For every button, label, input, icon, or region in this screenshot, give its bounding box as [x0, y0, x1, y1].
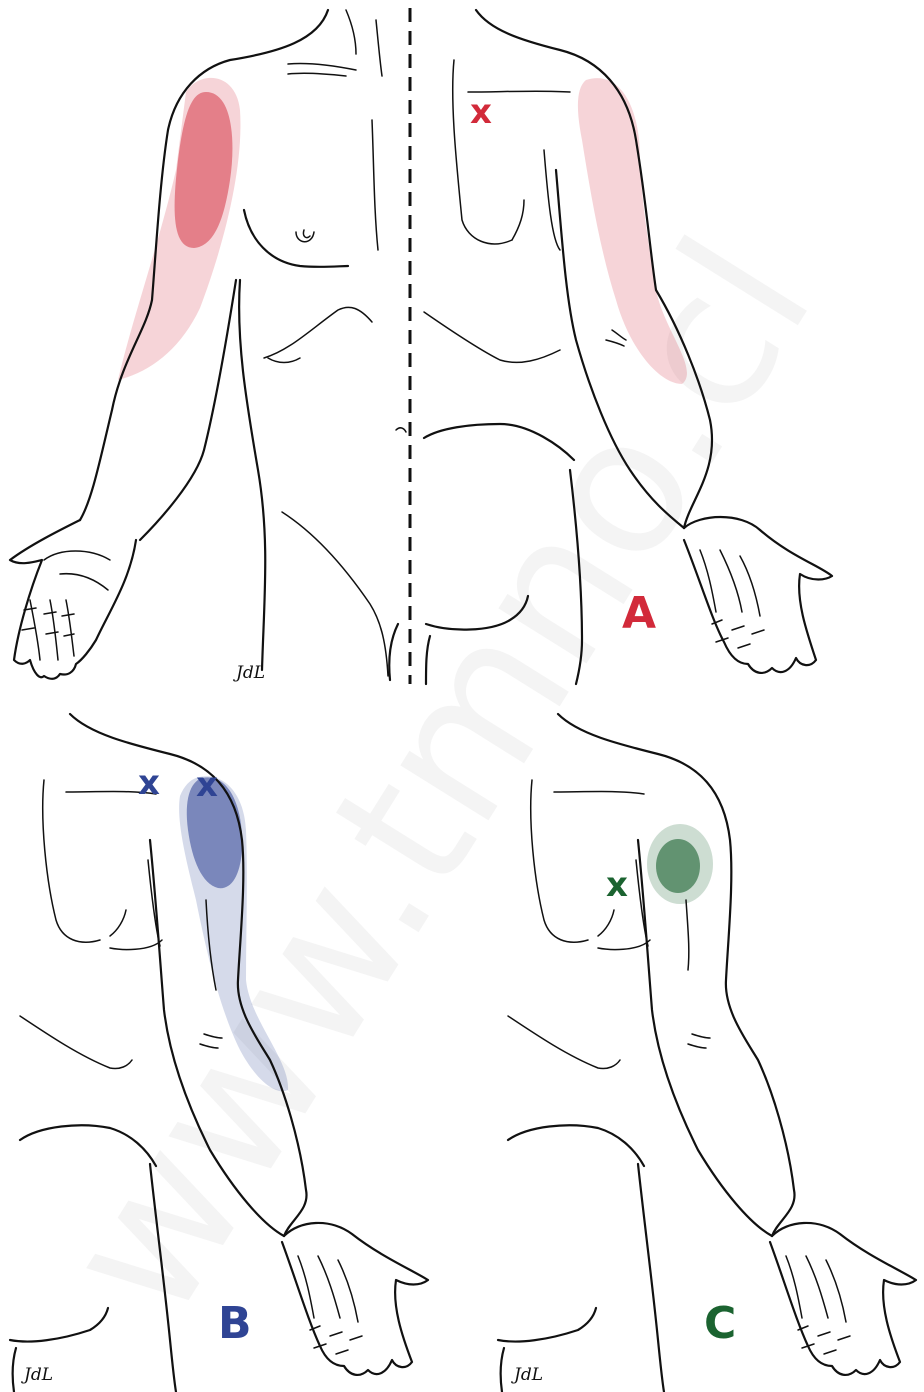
panel-b-trigger-point-2: x [196, 765, 218, 805]
panel-c-signature: JdL [511, 1365, 543, 1385]
panel-a-trigger-point: x [470, 92, 492, 132]
panel-c-pain-zones [647, 824, 713, 904]
panel-c-label: C [704, 1298, 736, 1349]
panel-c-back-body [498, 714, 916, 1392]
panel-b-trigger-point-1: x [138, 763, 160, 803]
panel-c-zone-dark [656, 839, 700, 893]
panel-a-signature: JdL [233, 663, 265, 683]
panel-c: x C JdL [498, 714, 916, 1392]
panel-c-trigger-point: x [606, 865, 628, 905]
panel-a-label: A [622, 588, 656, 639]
panel-b-label: B [218, 1298, 252, 1349]
panel-b-signature: JdL [21, 1365, 53, 1385]
